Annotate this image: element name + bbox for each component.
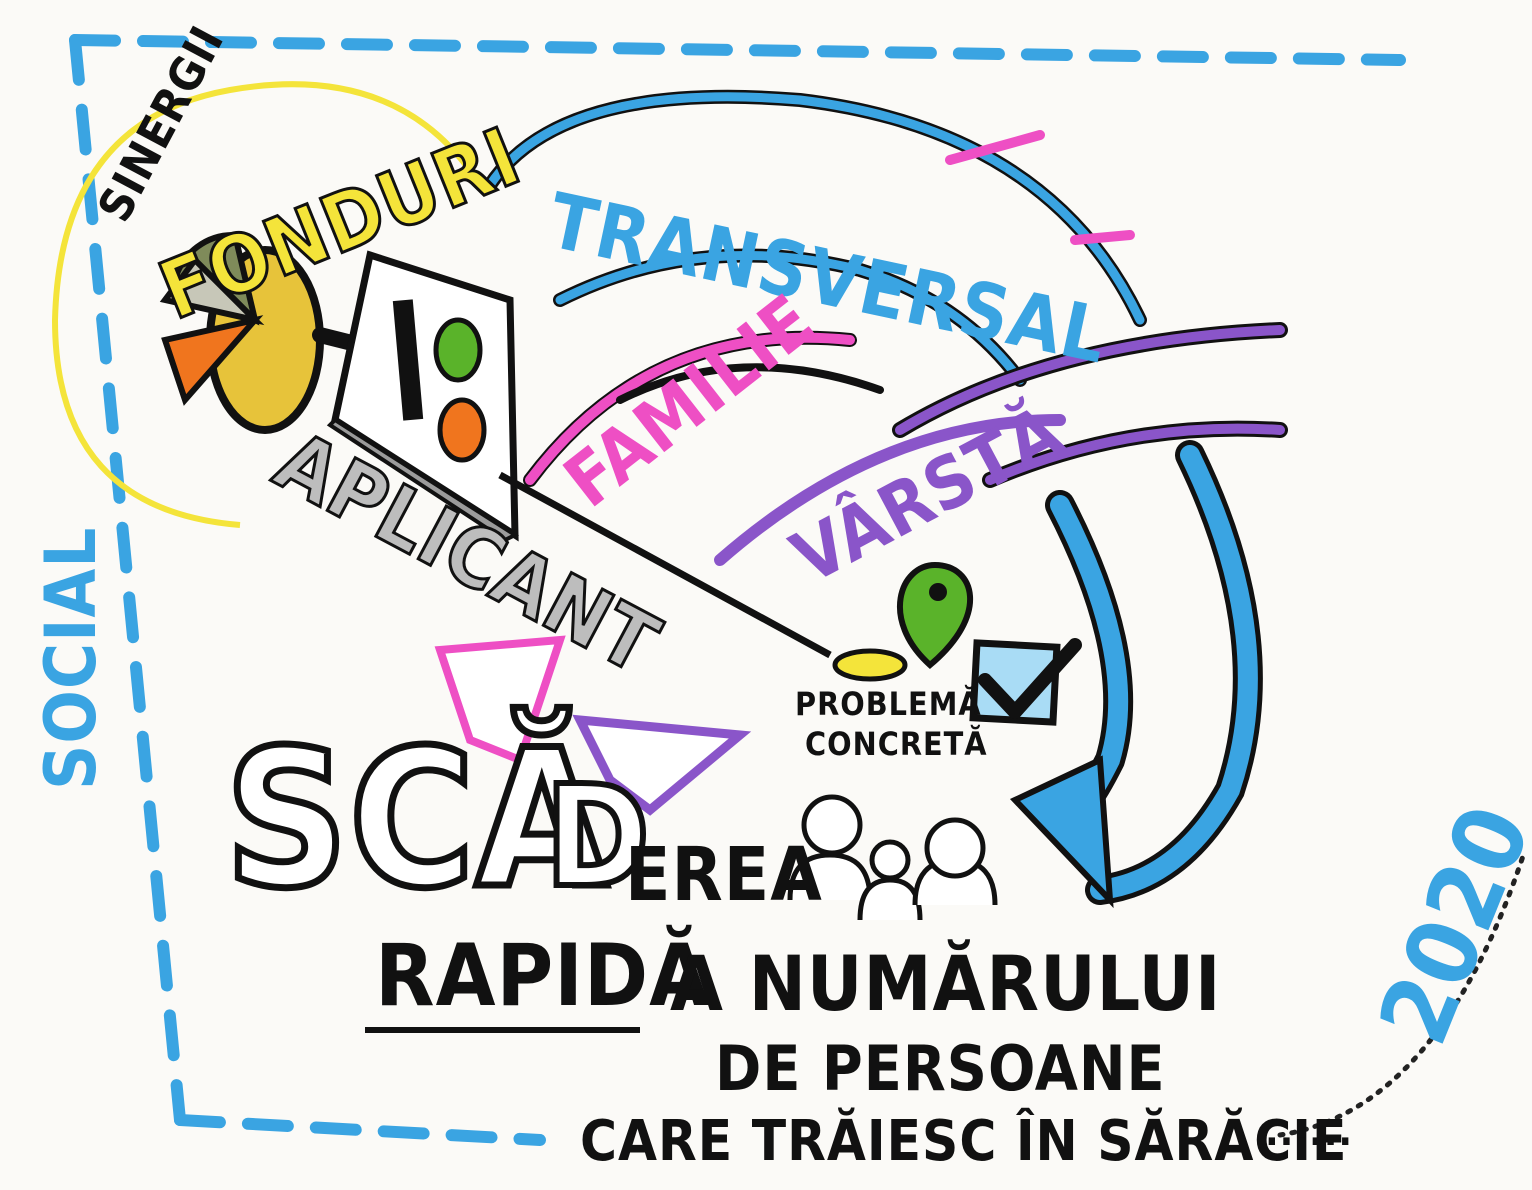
- blue-arcs: [483, 89, 1263, 905]
- year-label: 2020: [1357, 790, 1532, 1059]
- people-icon: [787, 794, 998, 921]
- purple-arcs: [714, 322, 1288, 566]
- headline-rest: EREA: [625, 832, 823, 918]
- purple-arrowhead: [572, 714, 752, 816]
- magenta-arrowhead: [434, 635, 566, 766]
- problem-label-line2: CONCRETĂ: [805, 725, 988, 763]
- headline-line3: DE PERSOANE: [715, 1032, 1166, 1105]
- headline-line4: CARE TRĂIESC ÎN SĂRĂCIE: [580, 1108, 1347, 1174]
- magenta-accents: [523, 130, 1135, 487]
- connector-line: [498, 471, 832, 659]
- traffic-light-board: [326, 250, 520, 543]
- headline-big-d: D: [545, 756, 651, 919]
- headline-ellipsis: ......: [1265, 1109, 1353, 1155]
- location-pin-icon: [897, 561, 973, 669]
- blue-arrowhead: [1009, 755, 1114, 909]
- headline-big-letters: SCĂ: [225, 707, 609, 930]
- headline-line2-b: A NUMĂRULUI: [670, 938, 1221, 1028]
- family-label: FAMILIE: [549, 278, 830, 524]
- synergy-label: SINERGII: [87, 17, 235, 230]
- social-label: SOCIAL: [30, 527, 112, 790]
- transversal-label: TRANSVERSAL: [541, 176, 1115, 381]
- problem-label-line1: PROBLEMĂ: [795, 685, 982, 723]
- yellow-arc: [51, 81, 483, 528]
- headline-line2-a: RAPIDĂ: [375, 925, 710, 1026]
- checkbox-icon: [969, 638, 1082, 726]
- green-light-icon: [433, 317, 483, 383]
- dashed-frame: [69, 34, 1406, 1146]
- dotted-trail: [1277, 847, 1528, 1138]
- orange-light-icon: [437, 397, 487, 463]
- yellow-spot: [832, 648, 908, 682]
